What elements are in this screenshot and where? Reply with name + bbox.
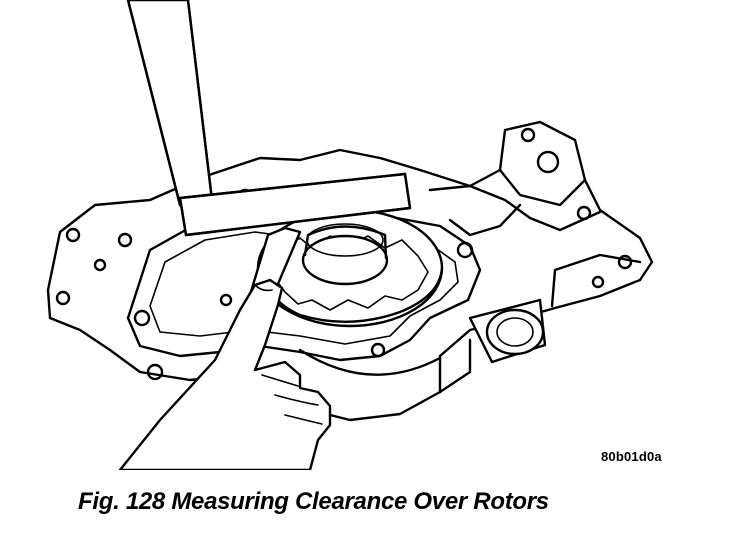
straight-edge-bar [178,172,412,237]
straight-edge [126,0,214,207]
oil-pump-clearance-illustration [46,0,654,470]
figure-caption: Fig. 128 Measuring Clearance Over Rotors [78,488,549,515]
outlet-tube [468,298,547,364]
figure-id-label: 80b01d0a [601,449,662,464]
hand [118,278,332,470]
